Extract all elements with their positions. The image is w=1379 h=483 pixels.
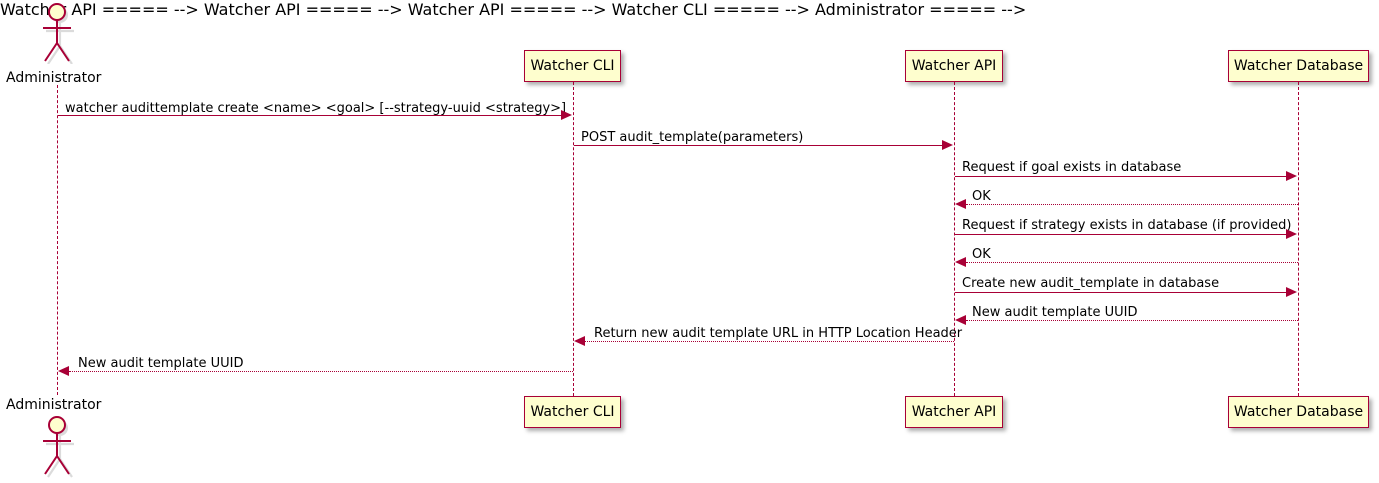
lifeline-watcher-cli — [573, 82, 574, 396]
message-label-0: watcher audittemplate create <name> <goa… — [65, 101, 567, 116]
message-arrowhead-6 — [1286, 287, 1297, 297]
message-line-3 — [966, 204, 1298, 205]
participant-box-watcher-db-bottom[interactable]: Watcher Database — [1228, 396, 1369, 428]
participant-label-watcher-api-bottom: Watcher API — [911, 404, 997, 420]
message-label-2: Request if goal exists in database — [962, 160, 1182, 175]
message-arrowhead-8 — [574, 336, 585, 346]
actor-stick-figure-icon — [43, 416, 74, 478]
message-line-4 — [955, 234, 1287, 235]
message-label-4: Request if strategy exists in database (… — [962, 218, 1292, 233]
participant-label-watcher-db-top: Watcher Database — [1233, 58, 1364, 74]
message-line-8 — [585, 341, 954, 342]
lifeline-administrator — [57, 85, 58, 395]
actor-administrator-top — [29, 2, 87, 68]
message-arrowhead-2 — [1286, 171, 1297, 181]
message-line-0 — [58, 115, 562, 116]
message-label-8: Return new audit template URL in HTTP Lo… — [594, 326, 963, 341]
participant-label-watcher-cli-top: Watcher CLI — [530, 58, 615, 74]
message-label-1: POST audit_template(parameters) — [581, 130, 804, 145]
message-label-3: OK — [972, 189, 991, 204]
actor-label-administrator-bottom: Administrator — [6, 397, 102, 413]
participant-label-watcher-api-top: Watcher API — [911, 58, 997, 74]
actor-label-administrator-top: Administrator — [6, 70, 102, 86]
message-label-9: New audit template UUID — [78, 356, 244, 371]
participant-label-watcher-db-bottom: Watcher Database — [1233, 404, 1364, 420]
participant-box-watcher-cli-top[interactable]: Watcher CLI — [524, 50, 621, 82]
participant-label-watcher-cli-bottom: Watcher CLI — [530, 404, 615, 420]
actor-stick-figure-icon — [43, 3, 74, 65]
message-line-5 — [966, 262, 1298, 263]
message-line-2 — [955, 176, 1287, 177]
participant-box-watcher-api-top[interactable]: Watcher API — [905, 50, 1003, 82]
message-arrowhead-5 — [955, 257, 966, 267]
participant-box-watcher-api-bottom[interactable]: Watcher API — [905, 396, 1003, 428]
message-arrowhead-0 — [561, 110, 572, 120]
message-label-6: Create new audit_template in database — [962, 276, 1220, 291]
lifeline-watcher-api — [954, 82, 955, 396]
lifeline-watcher-db — [1298, 82, 1299, 396]
message-line-9 — [69, 371, 573, 372]
message-label-5: OK — [972, 247, 991, 262]
message-arrowhead-4 — [1286, 229, 1297, 239]
participant-box-watcher-cli-bottom[interactable]: Watcher CLI — [524, 396, 621, 428]
message-arrowhead-1 — [942, 140, 953, 150]
message-arrowhead-7 — [955, 315, 966, 325]
message-arrowhead-9 — [58, 366, 69, 376]
message-arrowhead-3 — [955, 199, 966, 209]
message-label-7: New audit template UUID — [972, 305, 1138, 320]
participant-box-watcher-db-top[interactable]: Watcher Database — [1228, 50, 1369, 82]
message-line-6 — [955, 292, 1287, 293]
message-line-1 — [574, 145, 943, 146]
actor-administrator-bottom — [29, 414, 87, 483]
message-line-7 — [966, 320, 1298, 321]
